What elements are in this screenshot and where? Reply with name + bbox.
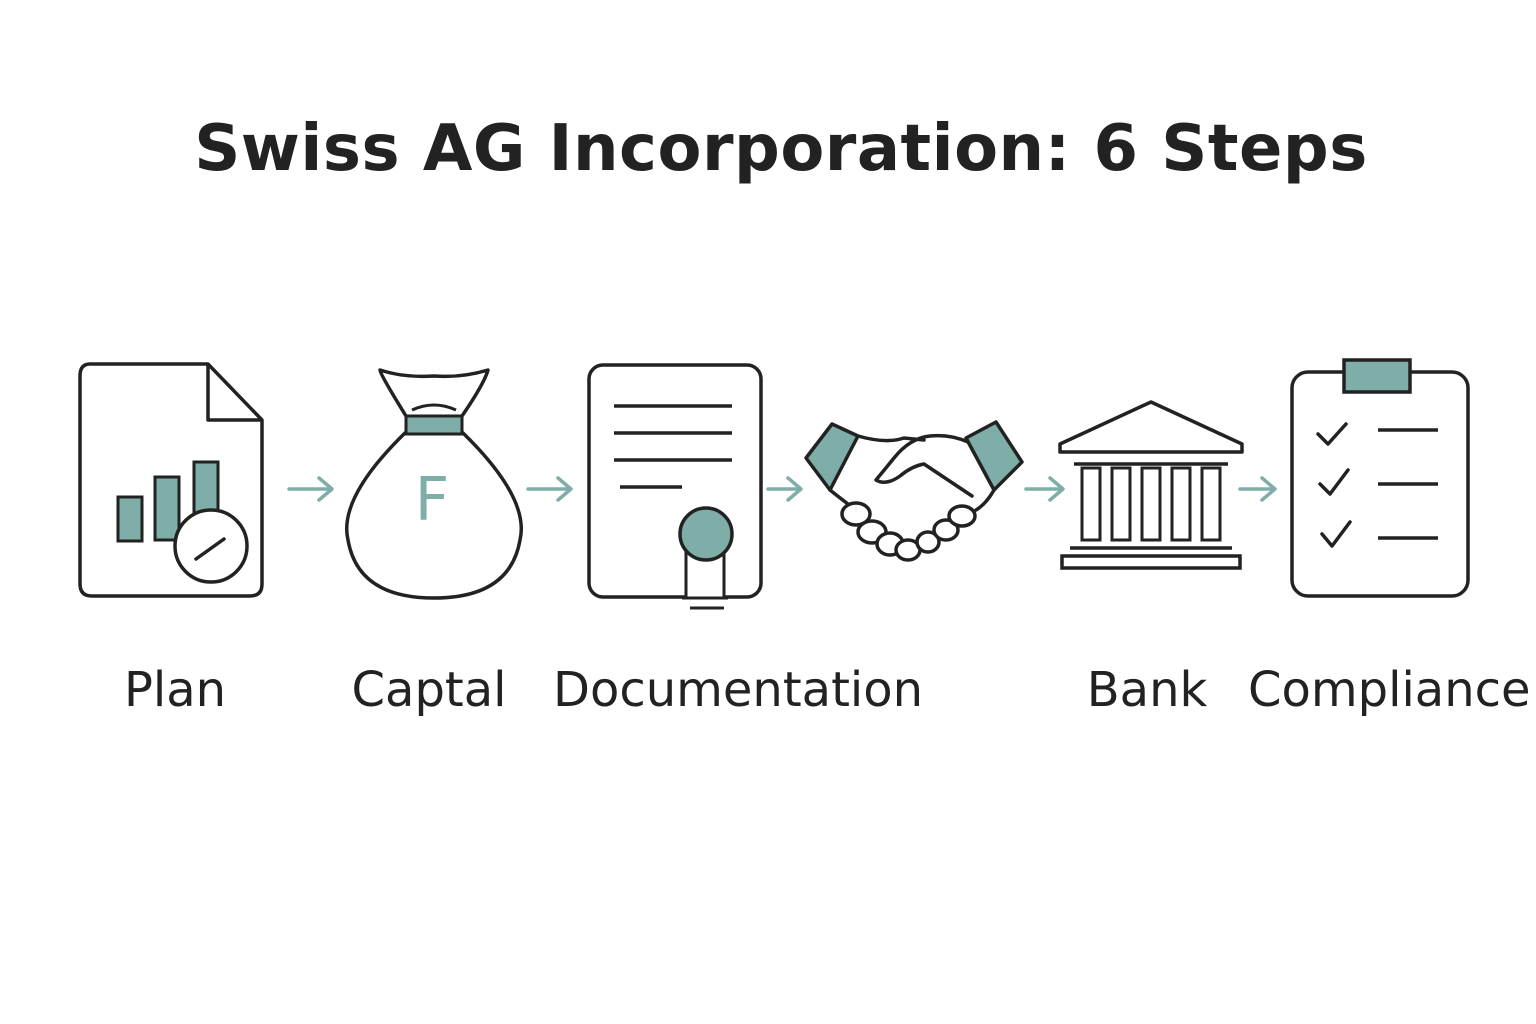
arrow-right-icon: [1238, 474, 1288, 504]
step-label-documentation: Documentation: [552, 662, 924, 718]
certificate-document-icon: [586, 362, 766, 612]
step-label-plan: Plan: [123, 662, 227, 718]
diagram-title: Swiss AG Incorporation: 6 Steps: [194, 112, 1368, 186]
arrow-right-icon: [1024, 474, 1074, 504]
money-bag-icon: F: [344, 366, 524, 606]
step-label-bank: Bank: [1086, 662, 1208, 718]
arrow-right-icon: [287, 474, 337, 504]
arrow-right-icon: [526, 474, 576, 504]
business-plan-document-icon: [76, 360, 266, 600]
checklist-clipboard-icon: [1288, 356, 1472, 602]
step-label-capital: Captal: [351, 662, 507, 718]
handshake-icon: [800, 418, 1028, 564]
arrow-right-icon: [766, 474, 816, 504]
bank-building-icon: [1056, 398, 1246, 574]
currency-glyph: F: [415, 465, 450, 535]
step-label-compliance: Compliance: [1248, 662, 1531, 718]
